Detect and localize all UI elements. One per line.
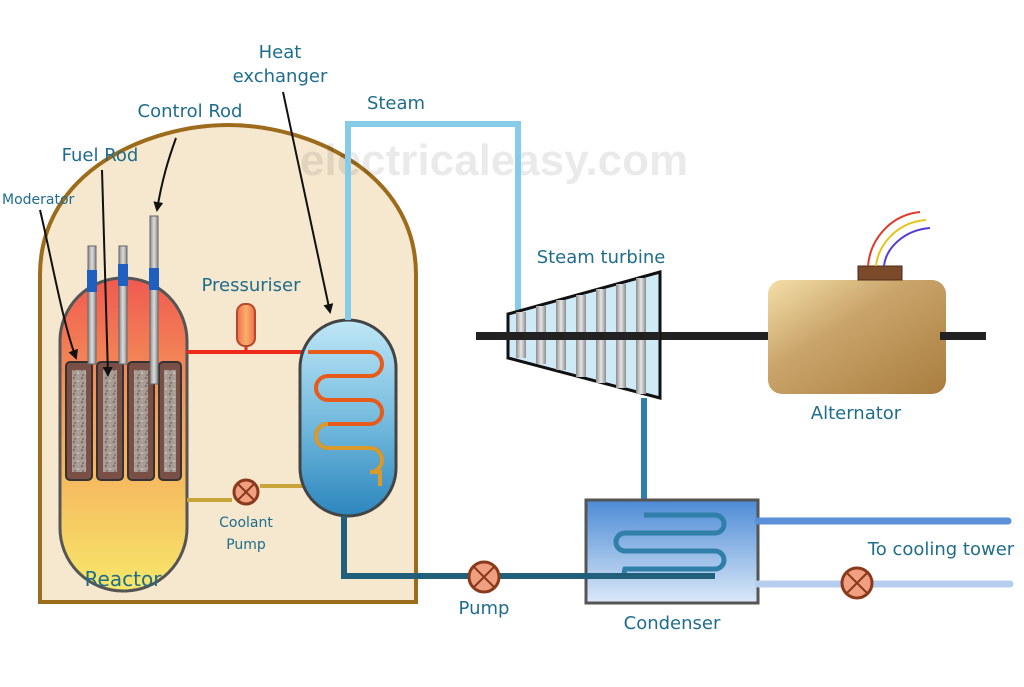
alternator [768, 211, 986, 394]
label-control-rod: Control Rod [138, 101, 243, 122]
feedwater-pipe [341, 516, 715, 579]
label-coolant-pump-1: Coolant [219, 515, 273, 531]
label-to-cooling-tower: To cooling tower [867, 539, 1015, 560]
feed-pump-valve [467, 560, 501, 594]
label-reactor: Reactor [85, 567, 163, 591]
label-alternator: Alternator [811, 403, 902, 424]
cooling-tower-valve [840, 566, 874, 600]
label-steam: Steam [367, 93, 425, 114]
fuel-assembly [65, 361, 182, 481]
label-heat-exchanger-2: exchanger [233, 66, 328, 87]
label-heat-exchanger-1: Heat [259, 42, 302, 63]
label-leaders [39, 91, 334, 377]
label-condenser: Condenser [624, 613, 721, 634]
coolant-pump-valve [232, 478, 260, 506]
control-rods [87, 215, 159, 385]
label-fuel-rod: Fuel Rod [62, 145, 139, 166]
label-coolant-pump-2: Pump [226, 537, 266, 553]
condenser-coil [613, 512, 727, 577]
label-pump: Pump [459, 598, 510, 619]
turbine-exhaust-pipe [641, 398, 715, 518]
label-pressuriser: Pressuriser [201, 275, 301, 296]
steam-turbine [476, 270, 662, 400]
steam-pipe [345, 121, 521, 320]
label-steam-turbine: Steam turbine [537, 247, 666, 268]
pressuriser [236, 303, 256, 347]
watermark-text: electricaleasy.com [300, 136, 688, 185]
label-moderator: Moderator [2, 192, 75, 208]
